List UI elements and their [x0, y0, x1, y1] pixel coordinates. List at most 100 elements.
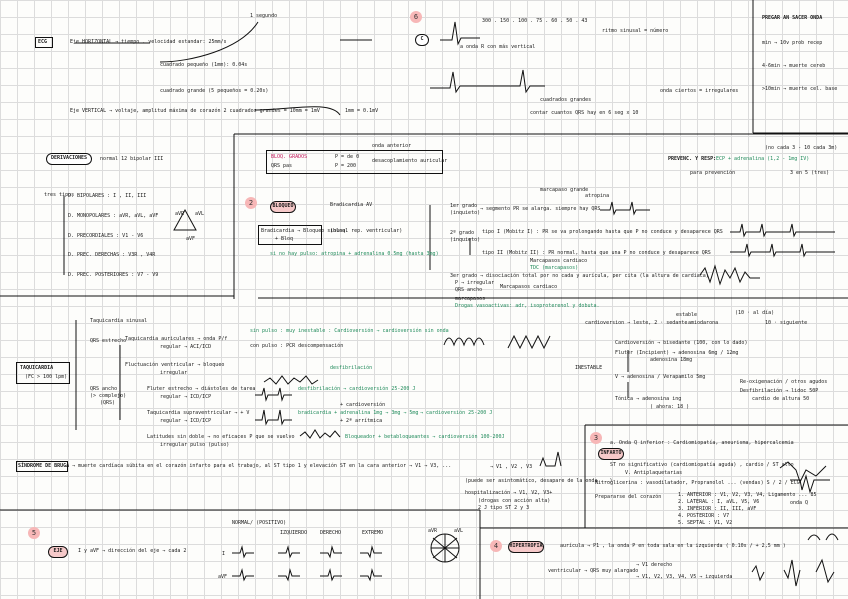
derivaciones-sub: normal 12 bipolar III [100, 156, 164, 162]
ecg-trace [783, 559, 801, 587]
ecg-trace [507, 334, 551, 350]
sindrome-sub: (puede ser asintomático, desapare de la … [465, 478, 613, 484]
ecg-trace [232, 545, 254, 559]
ecg-trace [600, 201, 650, 216]
taqui-qrs-ancho-3: (QRS) [100, 400, 116, 406]
ecg-trace [790, 474, 830, 494]
bloqueo-med: atropina [585, 193, 610, 199]
ecg-small-square: cuadrado pequeño (1mm): 0.04s [160, 62, 248, 68]
taqui-qrs-estrecho: QRS estrecho [90, 338, 127, 344]
hipertrofia-badge: HIPERTROFIA [508, 541, 544, 553]
bloqueo-g2-tipo1: tipo I (Mobitz I) : PR se va prolongando… [482, 229, 723, 235]
bloqueo-bav-2: (bloq. rep. ventricular) [330, 228, 403, 234]
taqui-trat3b: ( ahora: 18 ) [650, 404, 690, 410]
section-number-3: 3 [590, 432, 602, 444]
ecg-trace [730, 243, 835, 258]
hipertrofia-l2: ventricular → QRS muy alargado [548, 568, 639, 574]
derivaciones-avl: aVL [195, 211, 205, 217]
taqui-fv2b: regular → ICD/ICP [160, 418, 212, 424]
ecg-trace [815, 558, 835, 584]
section-number-2: 2 [245, 197, 257, 209]
bloqueo-g3: 3er grado [450, 273, 478, 279]
ecg-trace [278, 568, 300, 582]
hipertrofia-l4: → V1, V2, V3, V4, V5 → izquierda [636, 574, 733, 580]
taqui-label-2: (FC > 100 lpm) [25, 374, 68, 380]
taqui-inestable: INESTABLE [575, 365, 603, 371]
eje-col-extremo: EXTREMO [362, 530, 384, 536]
infarto-badge: INFARTO [598, 448, 624, 460]
derivaciones-item-5: D. PREC. POSTERIORES : V7 - V9 [68, 272, 159, 278]
taqui-trat3: Tónica → adenosina ing [615, 396, 682, 402]
taqui-label-box [16, 362, 70, 384]
prev-drug: ECP + adrenalina (1,2 - 1mg IV) [716, 156, 810, 162]
bloqueo-box-line-2: QRS pas [271, 163, 293, 169]
bloqueo-g3a: P → irregular [455, 280, 495, 286]
triangle-icon [173, 208, 197, 231]
ecg-trace [730, 223, 835, 238]
prev-label: PREVENC. Y RESP: [668, 156, 717, 162]
bloqueo-dest: onda anterior [372, 143, 412, 149]
taqui-flutter2: irregular [160, 370, 188, 376]
eje-col-izq: IZQUIERDO [280, 530, 308, 536]
ecg-one-second: 1 segundo [250, 13, 278, 19]
right-top-line-3: >10min → muerte cel. base [762, 86, 838, 92]
taqui-reoxi3: cardio de altura 50 [752, 396, 810, 402]
bloqueo-wenck: si no hay pulso: atropina + adrenalina 0… [270, 251, 439, 257]
infarto-c: 3. INFERIOR : II, III, aVF [678, 506, 757, 512]
taqui-sinusal: Taquicardia sinusal [90, 318, 148, 324]
bloqueo-g2-tdc: TDC (marcapasos) [530, 265, 579, 271]
taqui-reoxi2: Desfibrilación → lidoc 50P [740, 388, 819, 394]
ecg-trace [443, 337, 485, 347]
taqui-fv3b: irregular pulso (pulso) [160, 442, 230, 448]
taqui-fa: Taquicardia auriculares → onda P/f [125, 336, 228, 342]
taqui-fv3: Latitudes sin doble → no eficaces P que … [147, 434, 295, 440]
taqui-flutter: Fluctuación ventricular → bloqueo [125, 362, 225, 368]
infarto-l5: Prepararse del corazón [595, 494, 662, 500]
ecg-trace [320, 568, 342, 582]
bloqueo-g2-marcapasos: Marcapasos cardiaco [530, 258, 588, 264]
ecg-vertical-text: Eje VERTICAL → voltaje, amplitud máxima … [70, 108, 320, 114]
bloqueo-onda-grande: marcapaso grande [540, 187, 589, 193]
infarto-d: 4. POSTERIOR : V7 [678, 513, 730, 519]
taqui-estable: estable [676, 312, 698, 318]
bloqueo-g1-text: → segmento PR se alarga. siempre hay QRS [480, 206, 601, 212]
ecg-mv-text: 1mm = 0.1mV [345, 108, 379, 114]
derivaciones-item-1: D. BIPOLARES : I , II, III [68, 193, 147, 199]
bloqueo-grados-box [258, 225, 322, 245]
ecg-trace [751, 564, 765, 582]
taqui-qrs-ancho-2: (> complejo) [90, 393, 127, 399]
derivaciones-item-4: D. PREC. DERECHAS : V3R , V4R [68, 252, 156, 258]
taqui-cv2b: → cardioversión 25-200 J [420, 410, 493, 416]
prev-extra: 3 en 5 (tres) [790, 170, 830, 176]
bloqueo-g3d: Drogas vasoactivas: adr, isoproterenol y… [455, 303, 600, 309]
taqui-v10: 10 · siguiente [765, 320, 808, 326]
bloqueo-g3b: QRS ancho [455, 287, 483, 293]
bloqueo-bsa: Bradicardia → Bloqueo sinusal [261, 228, 349, 234]
infarto-l1: a. Onda Q inferior : Cardiomiopatía, ane… [610, 440, 794, 446]
infarto-e: 5. SEPTAL : V1, V2 [678, 520, 733, 526]
sindrome-label: SÍNDROME DE BRUGA [18, 463, 70, 469]
derivaciones-item-3: D. PRECORDIALES : V1 - V6 [68, 233, 144, 239]
bloqueo-p2: P = 200 [335, 163, 357, 169]
ecg-trace [255, 387, 292, 402]
eje-circle-avl: aVL [454, 528, 464, 534]
bloqueo-bsb: + Bloq [275, 236, 294, 242]
ecg-trace [807, 534, 821, 541]
ecg-large-square: cuadrado grande (5 pequeños = 0.20s) [160, 88, 269, 94]
bloqueo-g2b: (inquieto) [450, 237, 481, 243]
taqui-cv2c: + cardioversión [340, 402, 386, 408]
ecg-contar: contar cuantos QRS hay en 6 seg x 10 [530, 110, 639, 116]
taqui-trat1: Fluter (Incipient) → adenosina 6mg / 12m… [615, 350, 739, 356]
hipertrofia-l3: → V1 derecho [636, 562, 673, 568]
taqui-desfib: desfibrilación [330, 365, 373, 371]
sindrome-v5: 2 J tipo ST 2 y 3 [478, 505, 530, 511]
taqui-trat1b: adenosina 18mg [650, 357, 693, 363]
taqui-fv2: Taquicardia supraventricular → + V [147, 410, 250, 416]
infarto-b: 2. LATERAL : I, aVL, V5, V6 [678, 499, 760, 505]
ecg-trace [825, 533, 839, 541]
ecg-label-box [35, 37, 53, 48]
section-number-4: 4 [490, 540, 502, 552]
bloqueo-g3d-title: marcapasos [455, 296, 486, 302]
infarto-l6: onda Q [790, 500, 809, 506]
eje-row-avf: aVF [218, 574, 228, 580]
